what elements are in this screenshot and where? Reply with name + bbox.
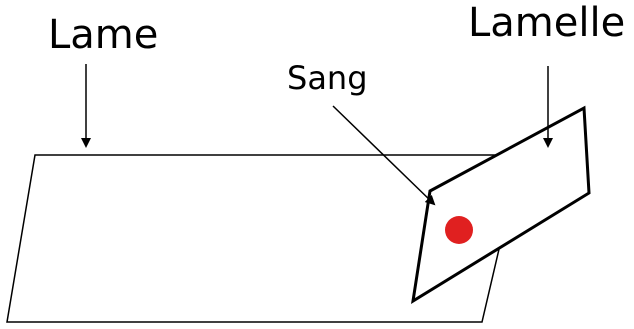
coverslip-shape	[413, 108, 589, 301]
blood-label: Sang	[287, 62, 368, 94]
slide-label: Lame	[48, 15, 158, 55]
blood-drop	[445, 216, 473, 244]
coverslip-label: Lamelle	[468, 3, 625, 43]
